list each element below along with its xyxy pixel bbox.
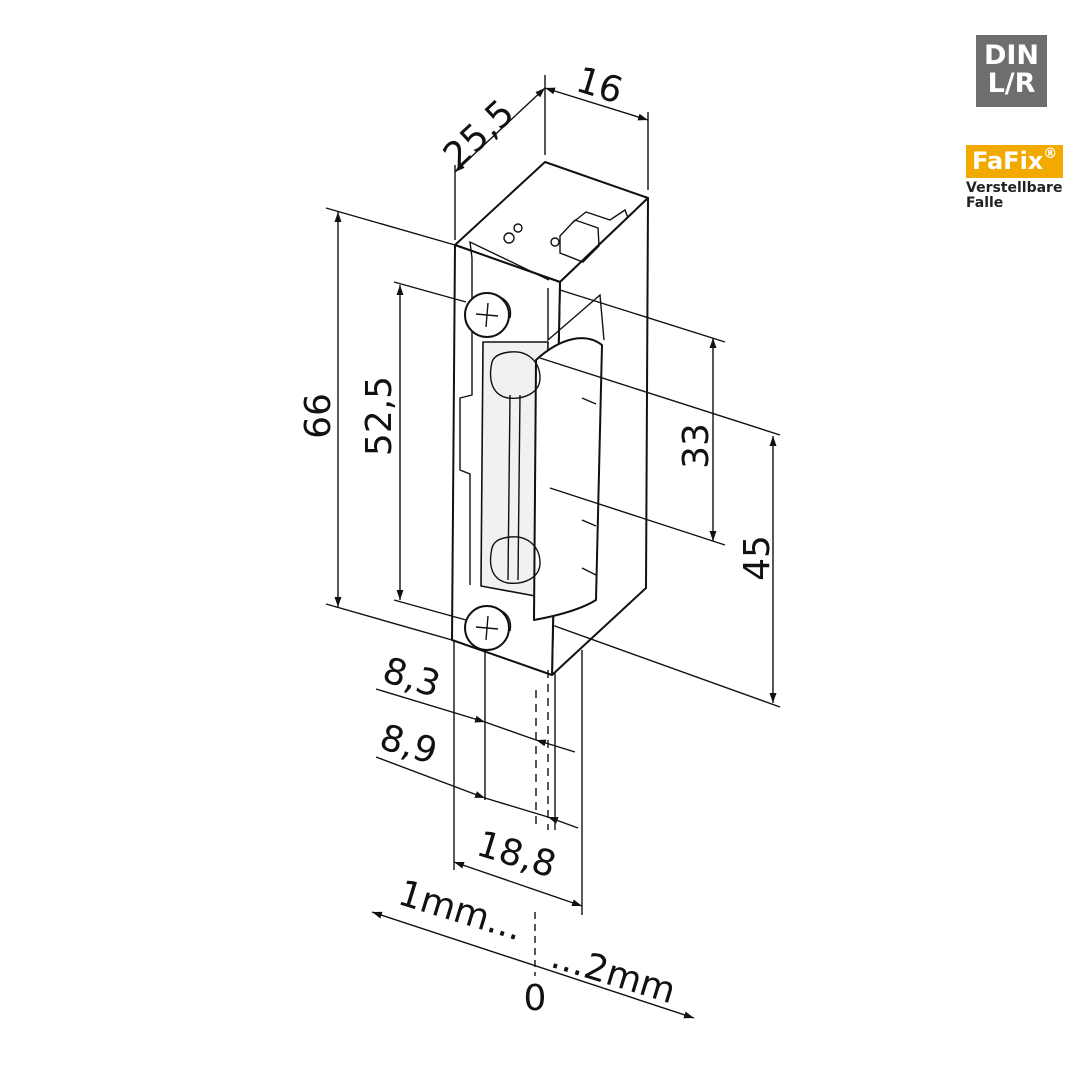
dim-18-8: 18,8 (472, 824, 561, 887)
din-badge-line2: L/R (987, 68, 1036, 99)
din-lr-badge: DIN L/R (976, 35, 1047, 107)
strike-body (451, 161, 649, 676)
adjust-right-label: ...2mm (546, 936, 680, 1012)
dim-8-3: 8,3 (378, 650, 445, 706)
adjust-left-label: 1mm... (393, 873, 527, 949)
top-hole-2 (513, 223, 523, 233)
top-edge-detail (469, 240, 550, 281)
latch-inner-line-2 (517, 394, 521, 581)
lower-roller (489, 536, 541, 584)
fafix-feature: FaFix® Verstellbare Falle (966, 145, 1064, 211)
plate-upper-notch (547, 288, 605, 342)
latch-inner-line (507, 394, 511, 581)
din-badge-line1: DIN (983, 40, 1040, 71)
lower-screw (464, 605, 512, 651)
dim-16: 16 (571, 60, 627, 113)
fafix-caption-line1: Verstellbare (966, 180, 1063, 196)
dim-45: 45 (737, 535, 778, 581)
latch-bolt (533, 337, 603, 621)
top-slot-rim (571, 208, 629, 224)
dim-8-9: 8,9 (375, 717, 442, 773)
dim-66: 66 (298, 393, 339, 439)
dimension-lines (325, 75, 781, 1019)
plate-left-edge (459, 258, 473, 585)
top-hole-1 (503, 232, 515, 244)
upper-screw (464, 292, 512, 338)
dim-33: 33 (676, 423, 717, 469)
dim-52-5: 52,5 (359, 376, 400, 456)
fafix-caption-line2: Falle (966, 195, 1004, 211)
fafix-logo-text: FaFix (972, 147, 1044, 175)
fafix-caption: Verstellbare Falle (966, 181, 1063, 211)
adjust-zero-label: 0 (524, 978, 547, 1019)
upper-roller (489, 351, 541, 399)
latch-ribs (581, 397, 597, 576)
fafix-logo: FaFix® (966, 145, 1064, 178)
dim-25-5: 25,5 (436, 92, 523, 177)
top-hole-3 (550, 237, 560, 247)
fafix-registered: ® (1043, 146, 1058, 162)
